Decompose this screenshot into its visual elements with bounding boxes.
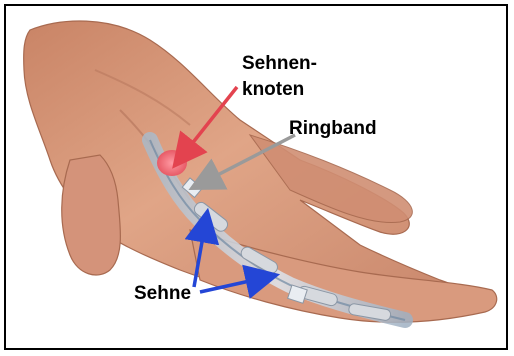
label-sehne: Sehne xyxy=(134,283,191,305)
label-sehnenknoten-line2: knoten xyxy=(242,79,304,101)
label-sehnenknoten-line1: Sehnen- xyxy=(242,53,317,75)
thumb xyxy=(62,155,121,275)
label-ringband: Ringband xyxy=(289,118,377,140)
